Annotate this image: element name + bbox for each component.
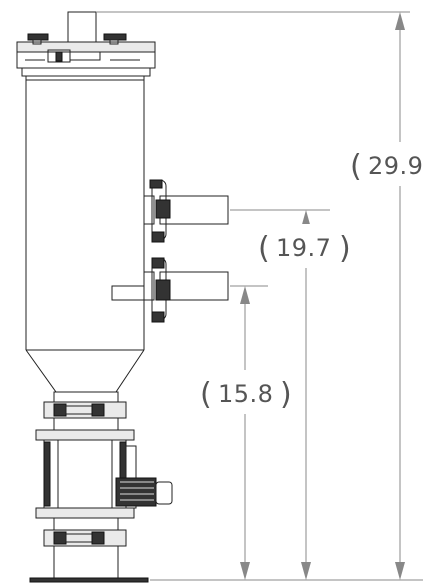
actuator-threaded-fitting — [115, 477, 157, 507]
receiver-body — [25, 76, 145, 403]
dimension-middle-close-paren: ) — [339, 231, 351, 266]
upper-material-inlet — [143, 179, 229, 243]
valve-top-flange — [35, 429, 135, 441]
dimension-overall-label: 29.9 — [368, 152, 423, 180]
dimension-lower-close-paren: ) — [280, 377, 292, 412]
dimension-lower — [230, 285, 268, 580]
valve-bottom-flange — [35, 507, 135, 519]
lid-knob-left — [27, 33, 49, 41]
discharge-valve-assembly — [29, 401, 173, 583]
dimension-middle-label: 19.7 — [276, 234, 331, 262]
lower-material-inlet — [111, 257, 229, 323]
dimension-overall — [96, 11, 423, 581]
dimension-overall-open-paren: ( — [350, 149, 362, 184]
base-plate — [29, 577, 149, 583]
valve-body — [43, 439, 127, 509]
dimension-lower-label: 15.8 — [218, 380, 273, 408]
lid-collar — [21, 67, 151, 77]
lid-knob-right — [103, 33, 127, 41]
dimension-lower-open-paren: ( — [200, 377, 212, 412]
dimension-middle-open-paren: ( — [258, 231, 270, 266]
dimension-middle — [230, 209, 330, 580]
outlet-tube — [53, 545, 119, 579]
top-lid-assembly — [16, 11, 156, 77]
top-inlet-tube — [67, 11, 97, 43]
discharge-cone — [25, 349, 145, 393]
